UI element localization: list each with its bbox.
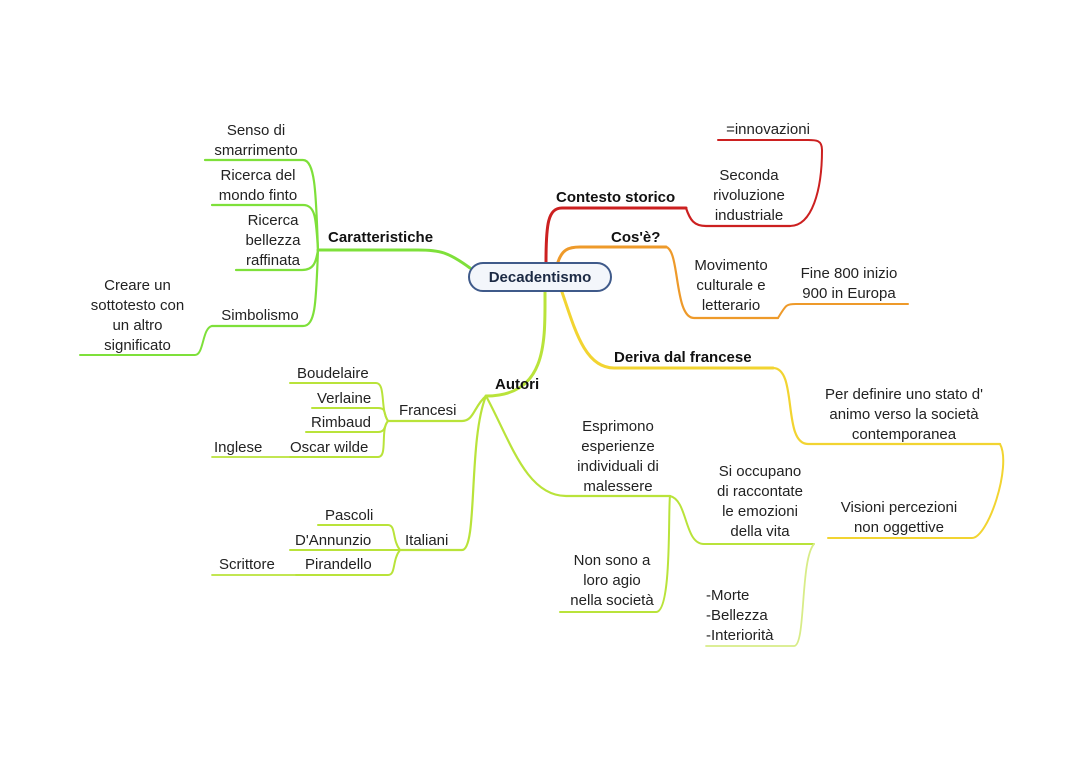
node-temi[interactable]: -Morte -Bellezza -Interiorità bbox=[706, 587, 774, 644]
node-senso-smarrimento[interactable]: Senso di smarrimento bbox=[214, 122, 298, 159]
node-oscar-wilde[interactable]: Oscar wilde bbox=[290, 439, 369, 456]
node-definire-stato-animo[interactable]: Per definire uno stato d' animo verso la… bbox=[825, 386, 983, 443]
link-autori-italiani bbox=[398, 394, 488, 552]
link-francesi-verlaine bbox=[311, 407, 389, 422]
link-cose-movimento bbox=[664, 245, 780, 320]
node-rimbaud[interactable]: Rimbaud bbox=[311, 414, 372, 431]
link-contesto-seconda bbox=[684, 206, 792, 228]
branch-cose[interactable]: Cos'è? bbox=[611, 229, 661, 246]
node-dannunzio[interactable]: D'Annunzio bbox=[295, 532, 372, 549]
link-italiani-pirandello bbox=[295, 549, 401, 576]
node-italiani[interactable]: Italiani bbox=[405, 532, 449, 549]
link-caratteristiche-ricerca-mondo bbox=[210, 203, 320, 252]
node-innovazioni[interactable]: =innovazioni bbox=[726, 121, 810, 138]
node-simbolismo[interactable]: Simbolismo bbox=[221, 307, 299, 324]
link-seconda-innovazioni bbox=[717, 139, 823, 227]
link-francesi-wilde bbox=[289, 420, 389, 458]
link-definire-visioni bbox=[827, 443, 1005, 539]
node-visioni-percezioni[interactable]: Visioni percezioni non oggettive bbox=[840, 499, 958, 536]
node-ricerca-mondo-finto[interactable]: Ricerca del mondo finto bbox=[218, 167, 298, 204]
link-autori-francesi bbox=[386, 394, 488, 423]
node-pascoli[interactable]: Pascoli bbox=[325, 507, 374, 524]
node-pirandello[interactable]: Pirandello bbox=[305, 556, 372, 573]
link-esprimono-nonagio bbox=[559, 495, 671, 613]
link-center-deriva bbox=[560, 290, 775, 370]
link-center-contesto bbox=[544, 206, 688, 264]
node-simbolismo-note[interactable]: Creare un sottotesto con un altro signif… bbox=[90, 277, 185, 354]
link-esprimono-sioccupano bbox=[669, 495, 815, 545]
link-movimento-fine bbox=[777, 303, 909, 319]
node-inglese[interactable]: Inglese bbox=[214, 439, 263, 456]
link-center-autori bbox=[484, 290, 547, 398]
branch-deriva-francese[interactable]: Deriva dal francese bbox=[614, 349, 752, 366]
node-boudelaire[interactable]: Boudelaire bbox=[297, 365, 369, 382]
node-ricerca-bellezza[interactable]: Ricerca bellezza raffinata bbox=[245, 212, 301, 269]
node-francesi[interactable]: Francesi bbox=[399, 402, 457, 419]
node-seconda-rivoluzione[interactable]: Seconda rivoluzione industriale bbox=[713, 167, 785, 224]
node-scrittore[interactable]: Scrittore bbox=[219, 556, 275, 573]
link-autori-esprimono bbox=[484, 394, 672, 498]
node-fine-800[interactable]: Fine 800 inizio 900 in Europa bbox=[800, 265, 898, 302]
link-sioccupano-temi bbox=[705, 543, 815, 647]
center-node-decadentismo[interactable]: Decadentismo bbox=[468, 262, 612, 292]
branch-autori[interactable]: Autori bbox=[495, 376, 540, 393]
link-caratteristiche-simbolismo bbox=[210, 248, 320, 328]
link-simbolismo-note bbox=[79, 325, 213, 356]
branch-caratteristiche[interactable]: Caratteristiche bbox=[328, 229, 434, 246]
node-movimento-culturale[interactable]: Movimento culturale e letterario bbox=[694, 257, 768, 314]
link-center-caratteristiche bbox=[316, 248, 472, 270]
link-center-cose bbox=[556, 245, 668, 264]
link-italiani-pascoli bbox=[317, 524, 401, 551]
node-non-agio[interactable]: Non sono a loro agio nella società bbox=[570, 552, 654, 609]
link-deriva-definire bbox=[771, 366, 1002, 446]
node-verlaine[interactable]: Verlaine bbox=[317, 390, 372, 407]
branch-contesto-storico[interactable]: Contesto storico bbox=[556, 189, 676, 206]
node-esprimono-esperienze[interactable]: Esprimono esperienze individuali di male… bbox=[577, 418, 659, 495]
node-si-occupano[interactable]: Si occupano di raccontate le emozioni de… bbox=[717, 463, 803, 540]
